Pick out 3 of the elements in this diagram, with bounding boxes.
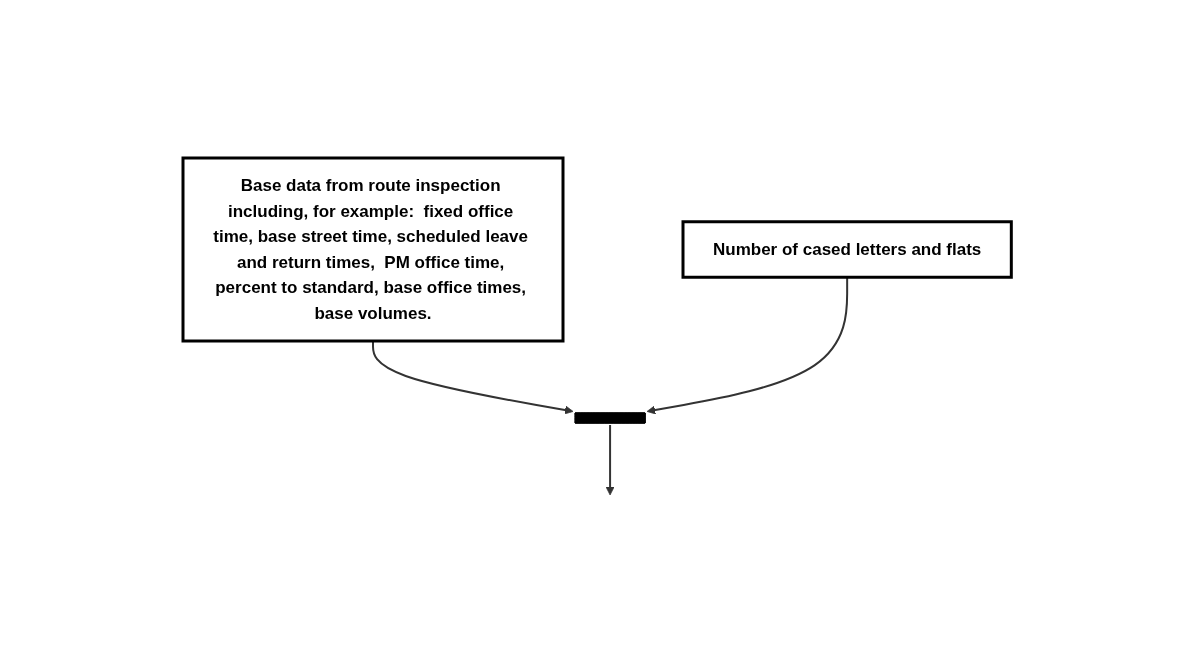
node-box: Base data from route inspection including, for example: fixed office time, base street time, scheduled leave and return times, PM office time, percent to standard, base office times, base volumes. [181,156,565,343]
node-box: Number of cased letters and flats [681,220,1013,279]
arrow [605,424,615,496]
